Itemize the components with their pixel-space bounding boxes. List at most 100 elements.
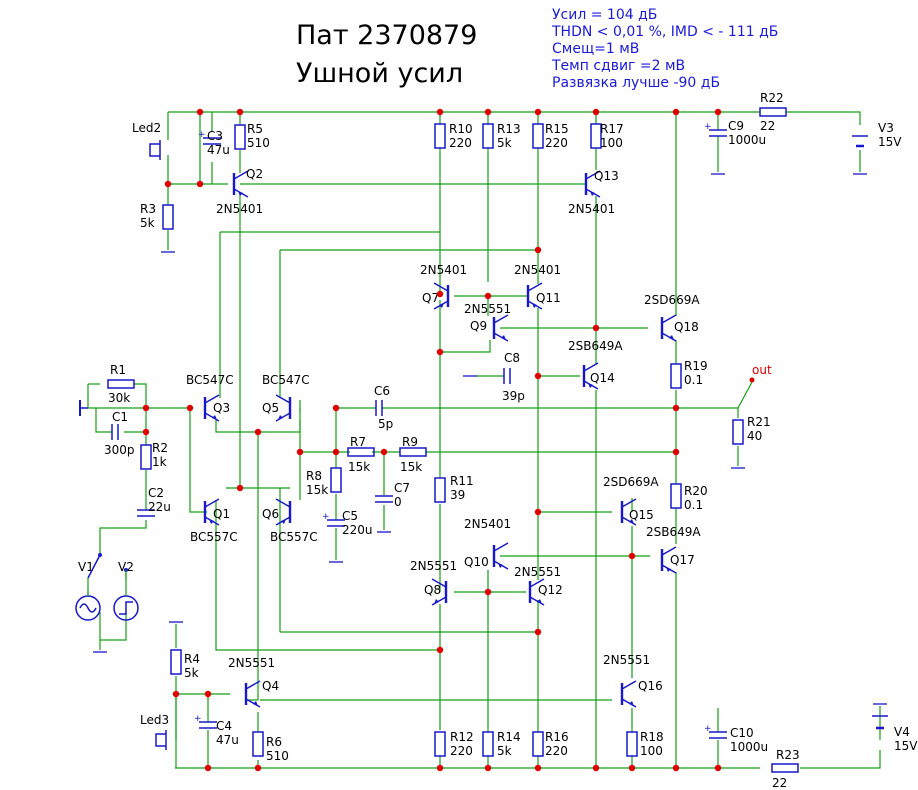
label-value: 22 bbox=[760, 119, 775, 133]
wires bbox=[87, 111, 881, 769]
label-ref: R8 bbox=[306, 469, 322, 483]
label-ref: R13 bbox=[497, 122, 521, 136]
junction-dot bbox=[714, 764, 722, 772]
wire bbox=[134, 383, 147, 408]
label-ref: Q5 bbox=[262, 401, 279, 415]
label-value: 39p bbox=[502, 389, 525, 403]
title-line-2: Ушной усил bbox=[296, 58, 464, 89]
label-ref: Q3 bbox=[213, 401, 230, 415]
label-value: 220 bbox=[545, 744, 568, 758]
svg-text:+: + bbox=[704, 122, 712, 132]
label-part: 2SB649A bbox=[568, 339, 623, 353]
junction-dot bbox=[196, 180, 204, 188]
junction-dot bbox=[672, 404, 680, 412]
label-ref: V3 bbox=[878, 121, 894, 135]
label-value: 0 bbox=[394, 495, 402, 509]
capacitor-c8: C8 39p bbox=[502, 351, 525, 403]
junction-dot bbox=[436, 764, 444, 772]
label-value: 0.1 bbox=[684, 498, 703, 512]
junction-dot bbox=[672, 448, 680, 456]
label-value: 510 bbox=[247, 136, 270, 150]
wire bbox=[676, 407, 739, 418]
label-value: 15k bbox=[306, 483, 328, 497]
label-ref: C9 bbox=[728, 119, 744, 133]
label-value: 47u bbox=[207, 143, 230, 157]
label-ref: Led2 bbox=[132, 121, 161, 135]
label-ref: R5 bbox=[247, 122, 263, 136]
label-value: 15V bbox=[878, 135, 902, 149]
label-part: 2N5551 bbox=[410, 559, 457, 573]
label-ref: R20 bbox=[684, 484, 708, 498]
label-ref: V1 bbox=[78, 560, 94, 574]
label-ref: R22 bbox=[760, 91, 784, 105]
label-ref: Led3 bbox=[140, 713, 169, 727]
wire bbox=[800, 750, 881, 769]
label-value: 22u bbox=[148, 500, 171, 514]
wire bbox=[99, 520, 147, 555]
label-value: 100 bbox=[640, 744, 663, 758]
junction-dot bbox=[534, 372, 542, 380]
junction-dot bbox=[628, 552, 636, 560]
spec-offset: Смещ=1 мВ bbox=[552, 41, 640, 57]
input-terminal bbox=[79, 400, 88, 416]
label-ref: Q13 bbox=[594, 169, 619, 183]
label-value: 39 bbox=[450, 488, 465, 502]
label-value: 1000u bbox=[728, 133, 766, 147]
junction-dot bbox=[714, 108, 722, 116]
transistor-q8: Q8 2N5551 bbox=[410, 559, 457, 606]
label-ref: R21 bbox=[747, 415, 771, 429]
label-value: 220 bbox=[450, 744, 473, 758]
label-part: 2N5401 bbox=[568, 202, 615, 216]
label-value: 5k bbox=[140, 216, 155, 230]
label-ref: V4 bbox=[894, 725, 910, 739]
spec-distortion: THDN < 0,01 %, IMD < - 111 дБ bbox=[552, 24, 779, 40]
label-ref: C1 bbox=[112, 410, 128, 424]
label-ref: Q4 bbox=[262, 679, 279, 693]
label-part: 2SD669A bbox=[603, 475, 659, 489]
junction-dot bbox=[436, 646, 444, 654]
junction-dot bbox=[380, 448, 388, 456]
svg-text:+: + bbox=[704, 724, 712, 734]
junction-dot bbox=[236, 484, 244, 492]
led-led2: Led2 bbox=[132, 121, 161, 160]
junction-dot bbox=[142, 404, 150, 412]
junction-dot bbox=[332, 448, 340, 456]
label-part: 2SD669A bbox=[644, 293, 700, 307]
label-part: BC547C bbox=[186, 373, 234, 387]
junction-dot bbox=[332, 404, 340, 412]
label-ref: C8 bbox=[504, 351, 520, 365]
label-ref: C5 bbox=[342, 509, 358, 523]
label-ref: Q10 bbox=[464, 555, 489, 569]
label-value: 5k bbox=[497, 136, 512, 150]
label-ref: C6 bbox=[374, 384, 390, 398]
output-terminal: out bbox=[749, 363, 772, 383]
label-value: 30k bbox=[108, 391, 130, 405]
label-part: 2N5401 bbox=[514, 263, 561, 277]
junction-dot bbox=[164, 180, 172, 188]
label-ref: Q8 bbox=[424, 583, 441, 597]
